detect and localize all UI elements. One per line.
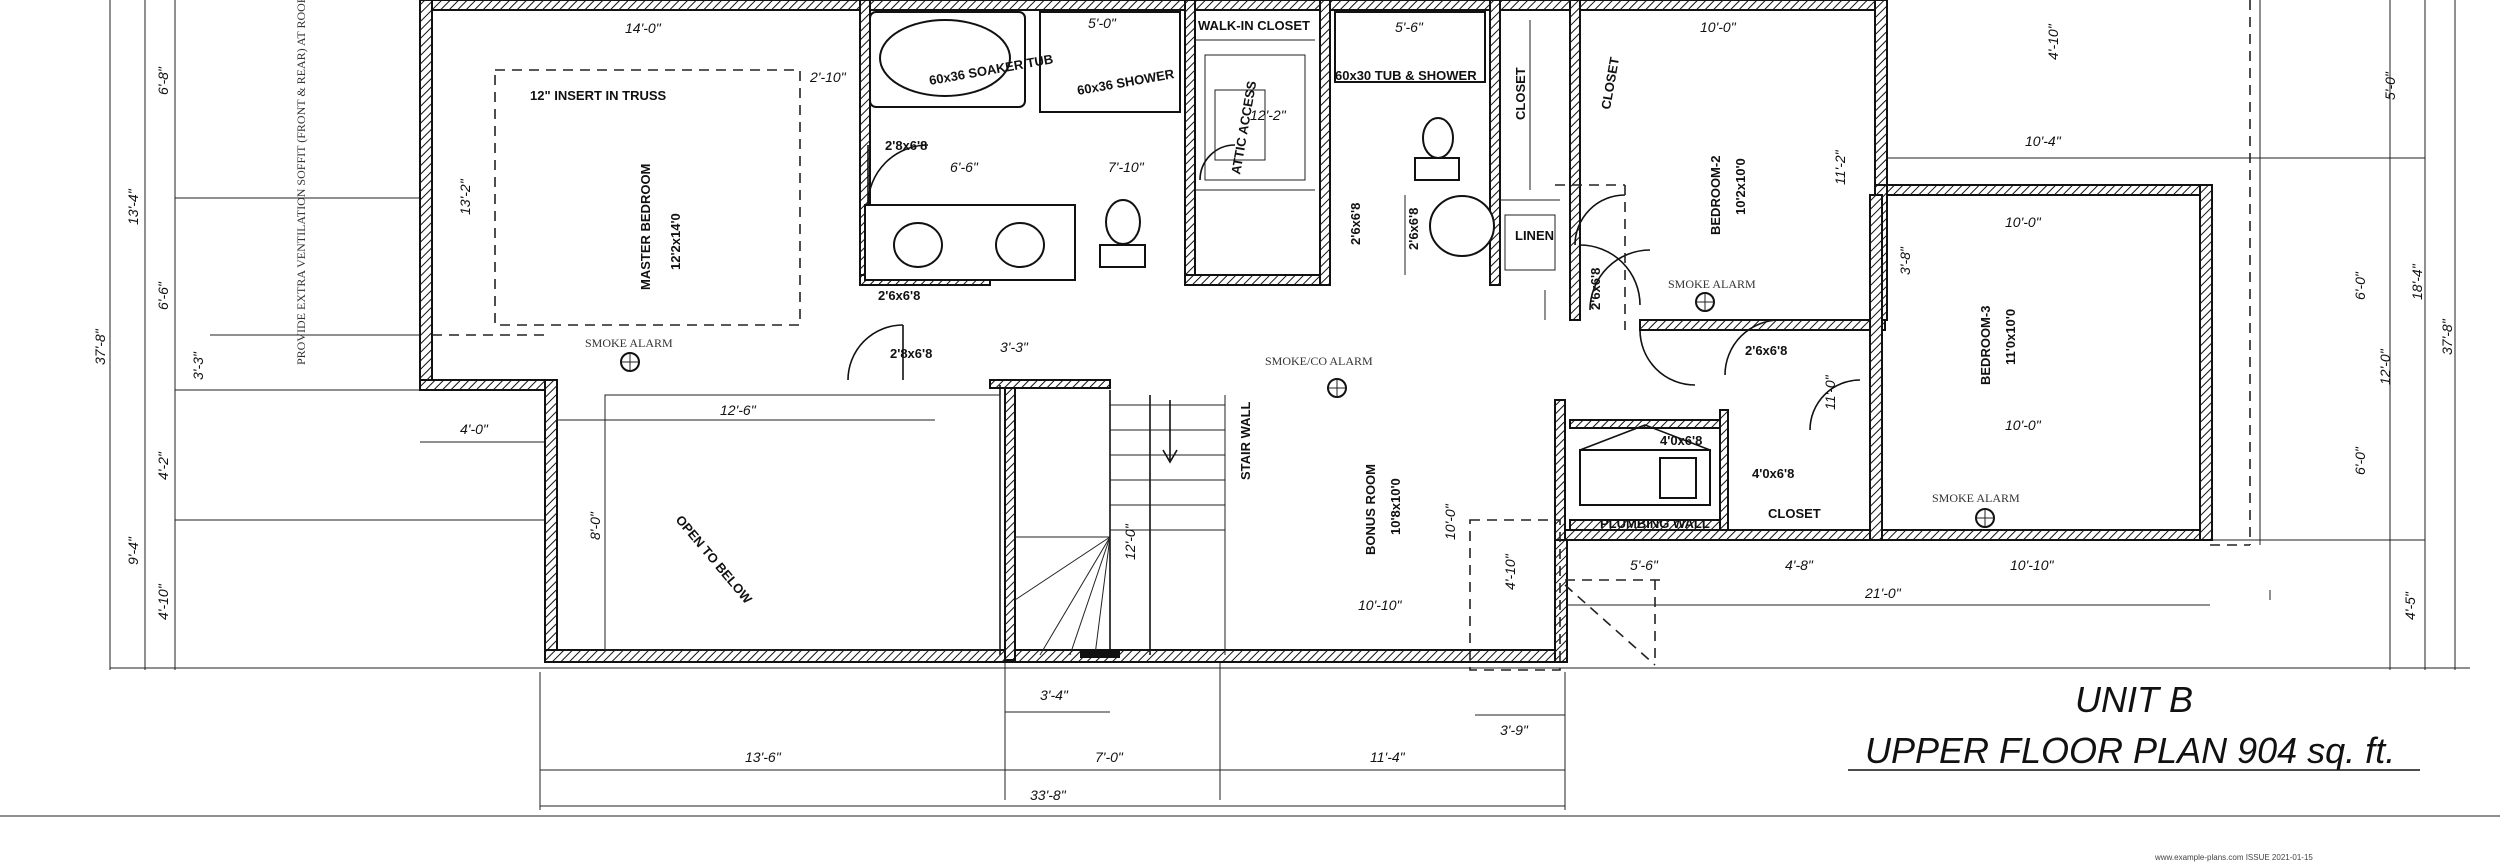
dimension-label: 2'-10" (809, 69, 847, 85)
dimension-label: 6'-8" (155, 66, 171, 95)
door-size-label: 2'6x6'8 (878, 288, 920, 303)
dimension-label: 4'-10" (155, 583, 171, 620)
dimension-label: 3'-3" (1000, 339, 1029, 355)
label-plumbing-wall: PLUMBING WALL (1600, 516, 1710, 531)
dimension-label: 11'-0" (1822, 374, 1838, 410)
dimension-label: 12'-0" (1122, 523, 1138, 560)
dimension-label: 4'-2" (155, 451, 171, 480)
dimension-frame (0, 0, 2500, 817)
label-walk-in-closet: WALK-IN CLOSET (1198, 18, 1310, 33)
label-bedroom-3-size: 11'0x10'0 (2003, 309, 2018, 365)
label-insert-truss: 12" INSERT IN TRUSS (530, 88, 667, 103)
label-smoke-co-alarm: SMOKE/CO ALARM (1265, 354, 1373, 368)
dimension-label: 4'-10" (1502, 553, 1518, 590)
dimension-label: 6'-6" (155, 281, 171, 310)
dimension-label: 13'-2" (457, 178, 473, 215)
label-tub-shower: 60x30 TUB & SHOWER (1335, 68, 1477, 83)
label-bonus-room: BONUS ROOM (1363, 464, 1378, 555)
door-size-label: 2'8x6'8 (890, 346, 932, 361)
label-open-to-below: OPEN TO BELOW (673, 512, 756, 607)
dimension-label: 10'-0" (1700, 19, 1737, 35)
door-size-label: 2'8x6'8 (885, 138, 927, 153)
dimension-label: 37'-8" (2439, 318, 2455, 355)
door-size-label: 4'0x6'8 (1752, 466, 1794, 481)
label-bedroom-2-size: 10'2x10'0 (1733, 158, 1748, 215)
dimension-label: 5'-0" (1088, 15, 1117, 31)
dimension-label: 4'-5" (2402, 591, 2418, 620)
label-side-note: PROVIDE EXTRA VENTILATION SOFFIT (FRONT … (294, 0, 308, 365)
roof-overhang-dashes (1469, 0, 2251, 671)
dimension-label: 11'-2" (1832, 149, 1848, 185)
dimension-label: 6'-6" (950, 159, 979, 175)
top-wall (419, 0, 1886, 11)
dimension-label: 10'-10" (1358, 597, 1402, 613)
label-closet-side: CLOSET (1598, 56, 1622, 111)
dimension-label: 12'-0" (2377, 348, 2393, 385)
footer-stamp: www.example-plans.com ISSUE 2021-01-15 (2154, 853, 2313, 862)
dimension-label: 33'-8" (1030, 787, 1067, 803)
label-closet-lower: CLOSET (1768, 506, 1821, 521)
label-attic-access: ATTIC ACCESS (1228, 79, 1259, 175)
smoke-alarm-icons (620, 292, 1995, 528)
dimension-label: 10'-4" (2025, 133, 2062, 149)
walk-in-closet-shelves (1195, 20, 1560, 320)
label-closet-top: CLOSET (1513, 67, 1528, 120)
dimension-label: 11'-4" (1370, 749, 1406, 765)
staircase (999, 385, 1226, 658)
door-size-label: 2'6x6'8 (1406, 208, 1421, 250)
dimension-label: 37'-8" (92, 328, 108, 365)
unit-title: UNIT B (2075, 679, 2193, 720)
dimension-label: 6'-0" (2352, 446, 2368, 475)
dimension-label: 3'-9" (1500, 722, 1529, 738)
dimension-label: 10'-0" (1442, 503, 1458, 540)
dimension-label: 3'-8" (1897, 246, 1913, 275)
dimension-label: 14'-0" (625, 20, 662, 36)
dimension-label: 9'-4" (125, 536, 141, 565)
dimension-label: 7'-0" (1095, 749, 1124, 765)
door-size-label: 4'0x6'8 (1660, 433, 1702, 448)
dimension-label: 10'-0" (2005, 214, 2042, 230)
label-bedroom-2: BEDROOM-2 (1708, 156, 1723, 235)
plan-title: UPPER FLOOR PLAN 904 sq. ft. (1865, 730, 2395, 771)
dimension-label: 10'-10" (2010, 557, 2054, 573)
dimension-label: 13'-6" (745, 749, 782, 765)
master-bedroom-wall (419, 0, 433, 391)
label-smoke-alarm-bed2: SMOKE ALARM (1668, 277, 1756, 291)
label-stair-wall: STAIR WALL (1238, 401, 1253, 480)
dimension-label: 5'-6" (1630, 557, 1659, 573)
dimension-label: 6'-0" (2352, 271, 2368, 300)
label-smoke-alarm-master: SMOKE ALARM (585, 336, 673, 350)
dimension-label: 4'-10" (2045, 23, 2061, 60)
plumbing-fixtures (864, 11, 1711, 506)
dimension-label: 12'-2" (1250, 107, 1287, 123)
dimension-label: 21'-0" (1864, 585, 1902, 601)
door-size-label: 2'6x6'8 (1348, 203, 1363, 245)
door-size-label: 2'6x6'8 (1588, 268, 1603, 310)
dimension-label: 4'-0" (460, 421, 489, 437)
dimension-label: 5'-0" (2382, 71, 2398, 100)
dimension-label: 3'-4" (1040, 687, 1069, 703)
dimension-label: 4'-8" (1785, 557, 1814, 573)
dimension-label: 10'-0" (2005, 417, 2042, 433)
label-linen: LINEN (1515, 228, 1554, 243)
dimension-label: 12'-6" (720, 402, 757, 418)
dimension-label: 18'-4" (2409, 263, 2425, 300)
dimension-label: 8'-0" (587, 511, 603, 540)
door-swings (847, 144, 1861, 431)
dimension-label: 3'-3" (190, 351, 206, 380)
label-master-bedroom-size: 12'2x14'0 (668, 213, 683, 270)
label-bedroom-3: BEDROOM-3 (1978, 306, 1993, 385)
label-smoke-alarm-bed3: SMOKE ALARM (1932, 491, 2020, 505)
door-size-label: 2'6x6'8 (1745, 343, 1787, 358)
dimension-label: 13'-4" (125, 188, 141, 225)
label-bonus-room-size: 10'8x10'0 (1388, 478, 1403, 535)
dimension-label: 7'-10" (1108, 159, 1145, 175)
label-master-bedroom: MASTER BEDROOM (638, 164, 653, 290)
dimension-label: 5'-6" (1395, 19, 1424, 35)
